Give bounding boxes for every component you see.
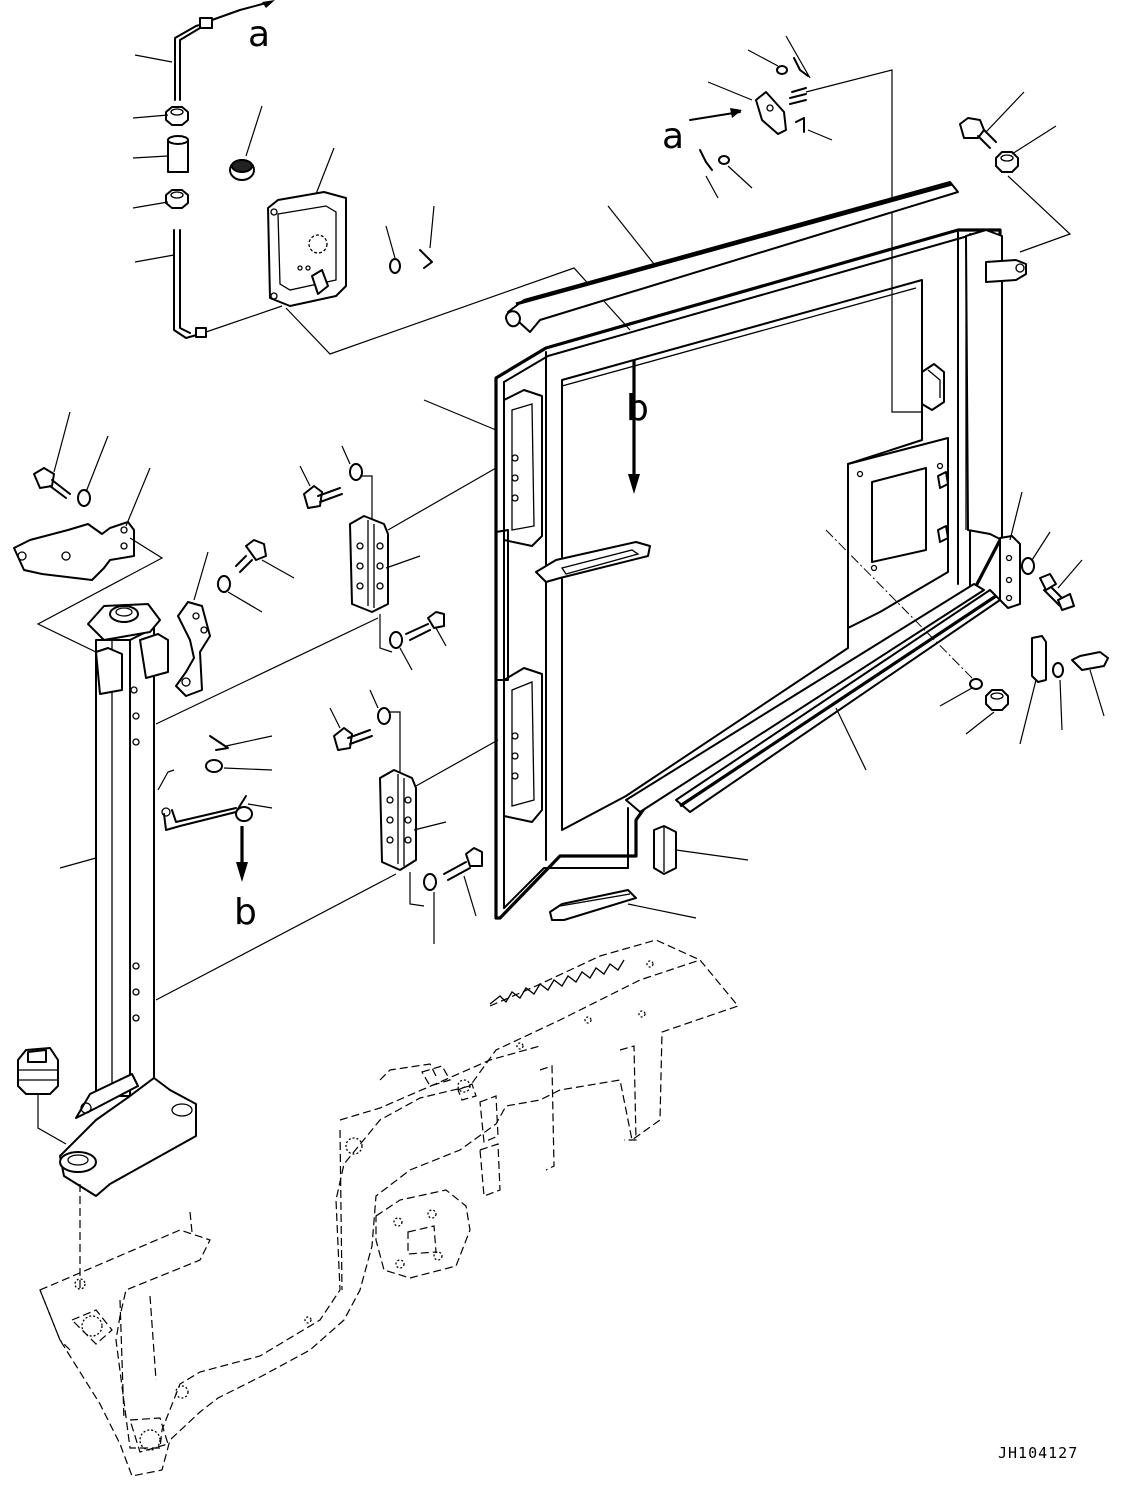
drawing-code: JH104127 <box>998 1444 1078 1462</box>
latch-parts-top-right <box>689 35 1072 413</box>
door-assembly <box>423 181 1027 921</box>
door-hinges <box>299 445 499 944</box>
hinge-pillar <box>13 411 397 1290</box>
ref-b-door: b <box>626 388 649 429</box>
chassis-outline <box>39 939 740 1477</box>
latch-rod-assembly <box>132 0 283 339</box>
ref-a-right: a <box>662 116 684 157</box>
ref-a-top: a <box>248 14 270 55</box>
reference-labels: a a b b JH104127 <box>234 14 1078 1462</box>
ref-b-left: b <box>234 892 257 933</box>
lock-box <box>229 105 631 355</box>
right-hardware <box>825 491 1109 745</box>
